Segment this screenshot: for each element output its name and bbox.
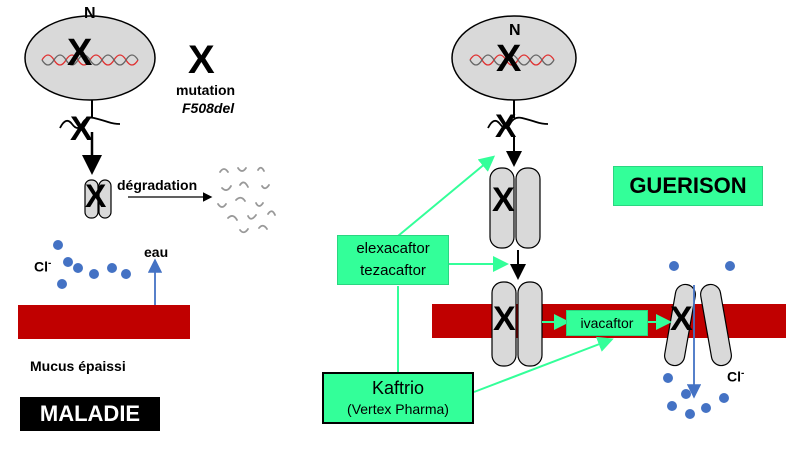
chloride-label-right: Cl- (727, 368, 744, 385)
chloride-symbol-left: Cl (34, 258, 48, 275)
protein-right-top-a (489, 167, 515, 249)
membrane-left (18, 305, 190, 339)
drug-maker: (Vertex Pharma) (347, 401, 449, 417)
dna-helix-right-gray (469, 54, 555, 66)
protein-left-a (84, 179, 99, 219)
x-mark-mutation: X (188, 38, 215, 82)
degraded-fragments (217, 166, 276, 234)
disease-badge: MALADIE (20, 397, 160, 431)
dna-helix-right-red (469, 54, 555, 66)
cure-badge: GUERISON (613, 166, 763, 206)
nucleus-label-right: N (509, 22, 521, 39)
protein-right-top-b (515, 167, 541, 249)
chloride-symbol-right: Cl (727, 368, 741, 385)
chloride-charge-right: - (741, 368, 745, 379)
mrna-left (59, 116, 121, 129)
nucleus-label-left: N (84, 5, 96, 22)
water-label: eau (144, 244, 169, 260)
protein-left-b (98, 179, 112, 219)
drug-box: Kaftrio (Vertex Pharma) (322, 372, 474, 424)
mutation-name: F508del (182, 100, 235, 116)
green-arrows (397, 155, 672, 393)
protein-right-mid-b (517, 281, 543, 367)
protein-right-mid-a (491, 281, 517, 367)
corrector-box: elexacaftor tezacaftor (337, 235, 449, 285)
x-mark-channel-right: X (670, 300, 693, 338)
x-mark-nucleus-left: X (67, 32, 93, 74)
degradation-label: dégradation (117, 177, 198, 193)
corrector-tezacaftor: tezacaftor (360, 262, 426, 279)
corrector-elexacaftor: elexacaftor (356, 240, 430, 257)
x-mark-protein-right-mid: X (493, 300, 516, 338)
mutation-label: mutation (176, 82, 236, 98)
x-mark-protein-right-top: X (492, 181, 515, 219)
chloride-charge-left: - (48, 258, 52, 269)
ions-left (53, 240, 131, 289)
x-mark-mrna-right: X (495, 108, 517, 144)
nucleus-left (24, 15, 156, 101)
dna-helix-left-gray (41, 54, 139, 66)
x-mark-nucleus-right: X (496, 38, 522, 80)
mrna-right (487, 116, 549, 129)
potentiator-box: ivacaftor (566, 310, 648, 336)
drug-name: Kaftrio (371, 378, 425, 398)
mucus-label: Mucus épaissi (30, 358, 126, 374)
x-mark-mrna-left: X (70, 110, 93, 148)
x-mark-protein-left: X (85, 178, 107, 214)
channel-right-b (700, 283, 732, 367)
chloride-label-left: Cl- (34, 258, 51, 275)
ions-right (663, 261, 735, 419)
